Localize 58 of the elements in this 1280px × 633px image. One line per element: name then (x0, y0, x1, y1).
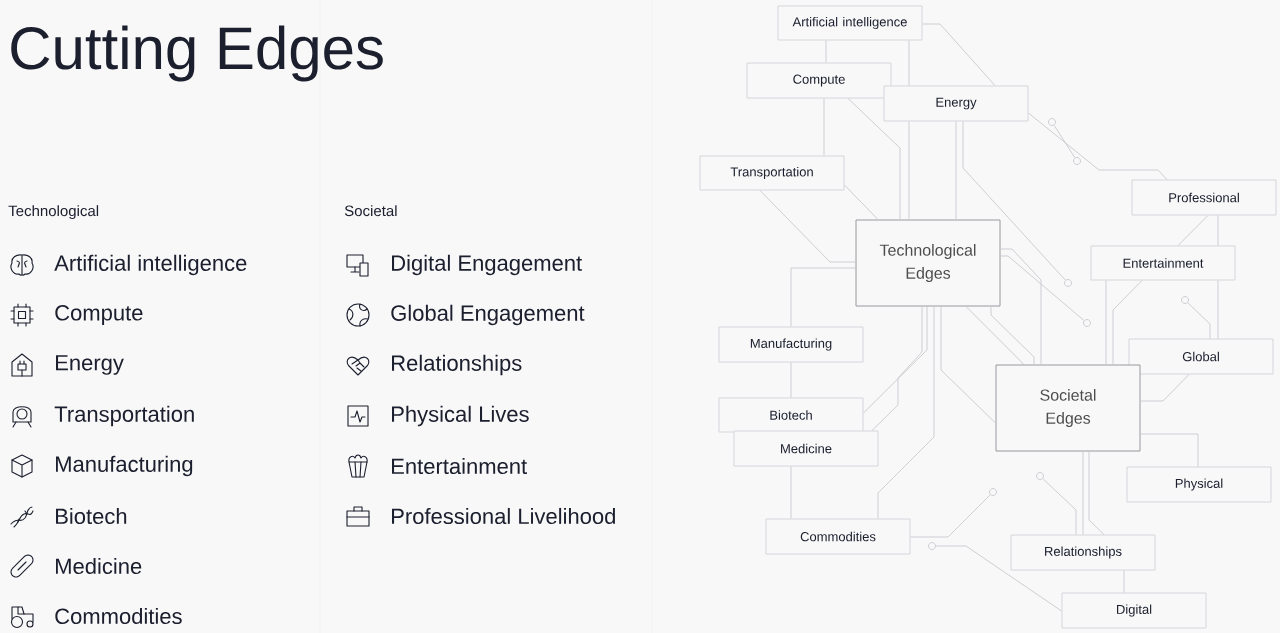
connector (759, 190, 856, 263)
list-item: Physical Lives (392, 405, 529, 427)
connector (935, 545, 1062, 612)
connector (940, 306, 996, 424)
topic-box: Compute (746, 62, 892, 99)
connector (1028, 112, 1168, 180)
list-item: Transportation (54, 405, 194, 427)
title: Cutting Edges (11, 25, 383, 82)
connector (1000, 248, 1042, 365)
topic-box: Commodities (765, 518, 911, 555)
topic-box: Biotech (718, 397, 864, 433)
connector (1140, 374, 1190, 402)
topic-box: Professional (1131, 179, 1277, 216)
list-item: Relationships (392, 354, 522, 376)
connector (965, 306, 1025, 365)
list-item: Biotech (56, 507, 127, 525)
connector (1088, 451, 1105, 535)
list-item: Digital Engagement (392, 254, 582, 276)
connector (962, 121, 1066, 281)
topic-box: Entertainment (1090, 245, 1236, 281)
topic-box: Medicine (733, 430, 879, 467)
connector (1112, 280, 1143, 365)
list-item: Medicine (56, 557, 142, 575)
section-heading: Societal (344, 205, 397, 217)
connector (1177, 215, 1209, 246)
connector (1042, 478, 1077, 535)
topic-box: Global (1128, 338, 1274, 375)
connector (847, 98, 901, 220)
connector (877, 306, 935, 519)
connector (1187, 302, 1211, 339)
connector (844, 184, 879, 220)
list-item: Entertainment (392, 457, 527, 475)
category-box: Societal Edges (995, 364, 1141, 452)
connector (990, 306, 1035, 365)
topic-box: Energy (883, 85, 1029, 122)
topic-box: Artificial intelligence (777, 5, 923, 41)
list-item: Energy (56, 355, 124, 375)
connector (922, 23, 996, 86)
topic-box: Physical (1126, 466, 1272, 503)
connector (863, 306, 928, 414)
connector (1000, 255, 1085, 321)
topic-box: Manufacturing (718, 326, 864, 363)
list-item: Professional Livelihood (392, 507, 615, 525)
connector (1053, 124, 1076, 159)
topic-box: Transportation (699, 155, 845, 191)
connector (1140, 433, 1199, 467)
list-item: Manufacturing (56, 455, 193, 477)
list-item: Global Engagement (391, 304, 585, 326)
list-item: Commodities (55, 607, 182, 625)
topic-box: Digital (1061, 592, 1207, 629)
section-heading: Technological (8, 205, 99, 220)
list-item: Compute (55, 305, 143, 325)
connector (910, 494, 991, 538)
list-item: Artificial intelligence (54, 254, 247, 276)
connector (871, 306, 923, 431)
connector (790, 267, 856, 327)
topic-box: Relationships (1010, 534, 1156, 571)
category-box: Technological Edges (855, 219, 1001, 307)
